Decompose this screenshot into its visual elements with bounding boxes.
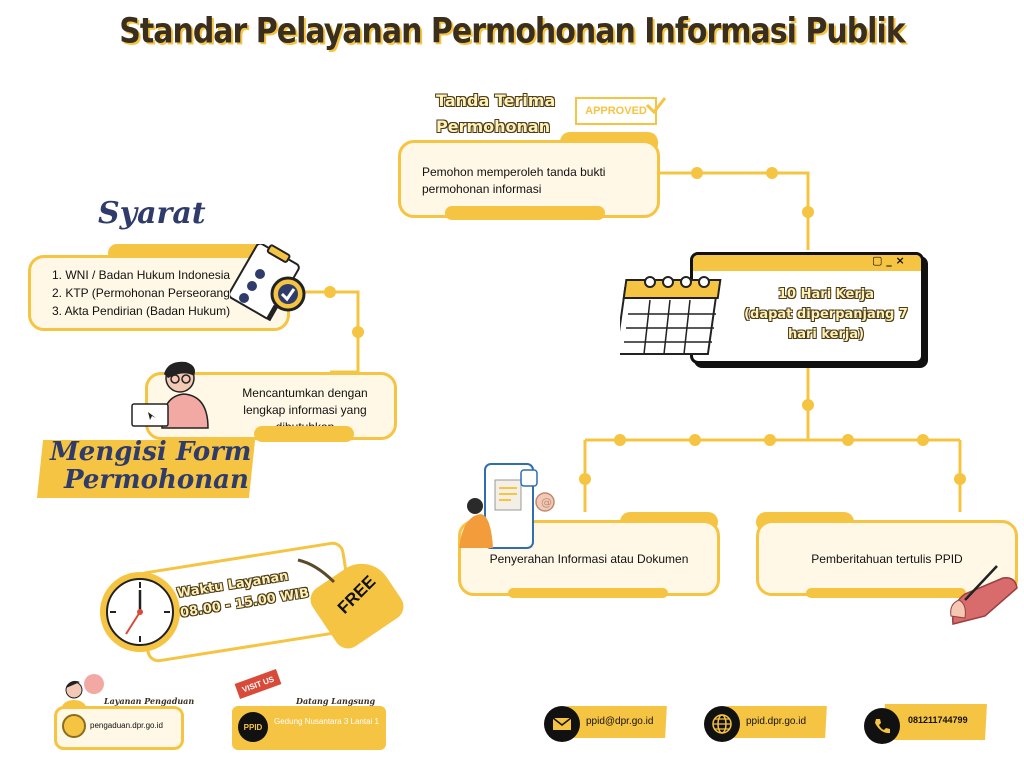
- hari-kerja-text: 10 Hari Kerja (dapat diperpanjang 7 hari…: [728, 285, 924, 345]
- phone-document-illustration: @: [459, 463, 555, 549]
- clock-icon: [100, 572, 180, 652]
- outcome-left-text: Penyerahan Informasi atau Dokumen: [489, 552, 689, 566]
- phone-icon: [864, 708, 900, 744]
- hari-kerja-titlebar: [693, 255, 921, 271]
- svg-text:@: @: [541, 496, 552, 509]
- contact-web[interactable]: ppid.dpr.go.id: [746, 716, 807, 727]
- checkmark-icon: [645, 97, 667, 115]
- tanda-terima-heading: Tanda Terima Permohonan: [436, 88, 555, 140]
- form-bottom-tab: [254, 426, 354, 442]
- contact-phone[interactable]: 081211744799: [908, 715, 968, 725]
- calendar-icon: [620, 276, 722, 355]
- window-controls: ▢ _ ×: [872, 254, 905, 267]
- page-title: Standar Pelayanan Permohonan Informasi P…: [119, 11, 905, 52]
- checklist-magnifier-icon: [230, 244, 306, 322]
- form-heading: Mengisi Form Permohonan: [50, 438, 251, 494]
- outcome-right-bottom: [806, 588, 966, 598]
- outcome-left-bottom: [508, 588, 668, 598]
- datang-address: Gedung Nusantara 3 Lantai 1: [274, 717, 379, 726]
- hand-writing-illustration: [950, 565, 1018, 625]
- globe-icon: [704, 706, 740, 742]
- hari-kerja-line1: 10 Hari Kerja: [778, 287, 874, 302]
- syarat-heading: Syarat: [98, 196, 206, 231]
- approved-stamp: APPROVED: [575, 97, 657, 125]
- dpr-emblem-icon: [62, 714, 86, 738]
- layanan-pengaduan-label: Layanan Pengaduan: [104, 696, 195, 706]
- datang-langsung-label: Datang Langsung: [296, 696, 376, 706]
- mail-icon: [544, 706, 580, 742]
- tanda-terima-text: Pemohon memperoleh tanda bukti permohona…: [422, 165, 606, 196]
- syarat-item-1: 1. WNI / Badan Hukum Indonesia: [52, 268, 231, 282]
- tag-string: [297, 558, 336, 584]
- person-laptop-illustration: [131, 361, 209, 429]
- tanda-terima-heading-line2: Permohonan: [436, 117, 551, 136]
- tanda-terima-heading-line1: Tanda Terima: [436, 91, 556, 110]
- syarat-item-2: 2. KTP (Permohonan Perseorangan): [52, 286, 248, 300]
- ppid-logo: PPID: [238, 712, 268, 742]
- contact-email[interactable]: ppid@dpr.go.id: [586, 716, 654, 727]
- syarat-list: 1. WNI / Badan Hukum Indonesia 2. KTP (P…: [52, 266, 247, 320]
- syarat-item-3: 3. Akta Pendirian (Badan Hukum): [52, 304, 231, 318]
- form-heading-line2: Permohonan: [64, 465, 249, 495]
- form-heading-line1: Mengisi Form: [50, 437, 252, 467]
- layanan-pengaduan-link[interactable]: pengaduan.dpr.go.id: [90, 721, 163, 730]
- tanda-terima-bottom-bar: [445, 206, 605, 220]
- hari-kerja-line2: (dapat diperpanjang 7 hari kerja): [744, 307, 908, 342]
- outcome-right-text: Pemberitahuan tertulis PPID: [811, 552, 963, 566]
